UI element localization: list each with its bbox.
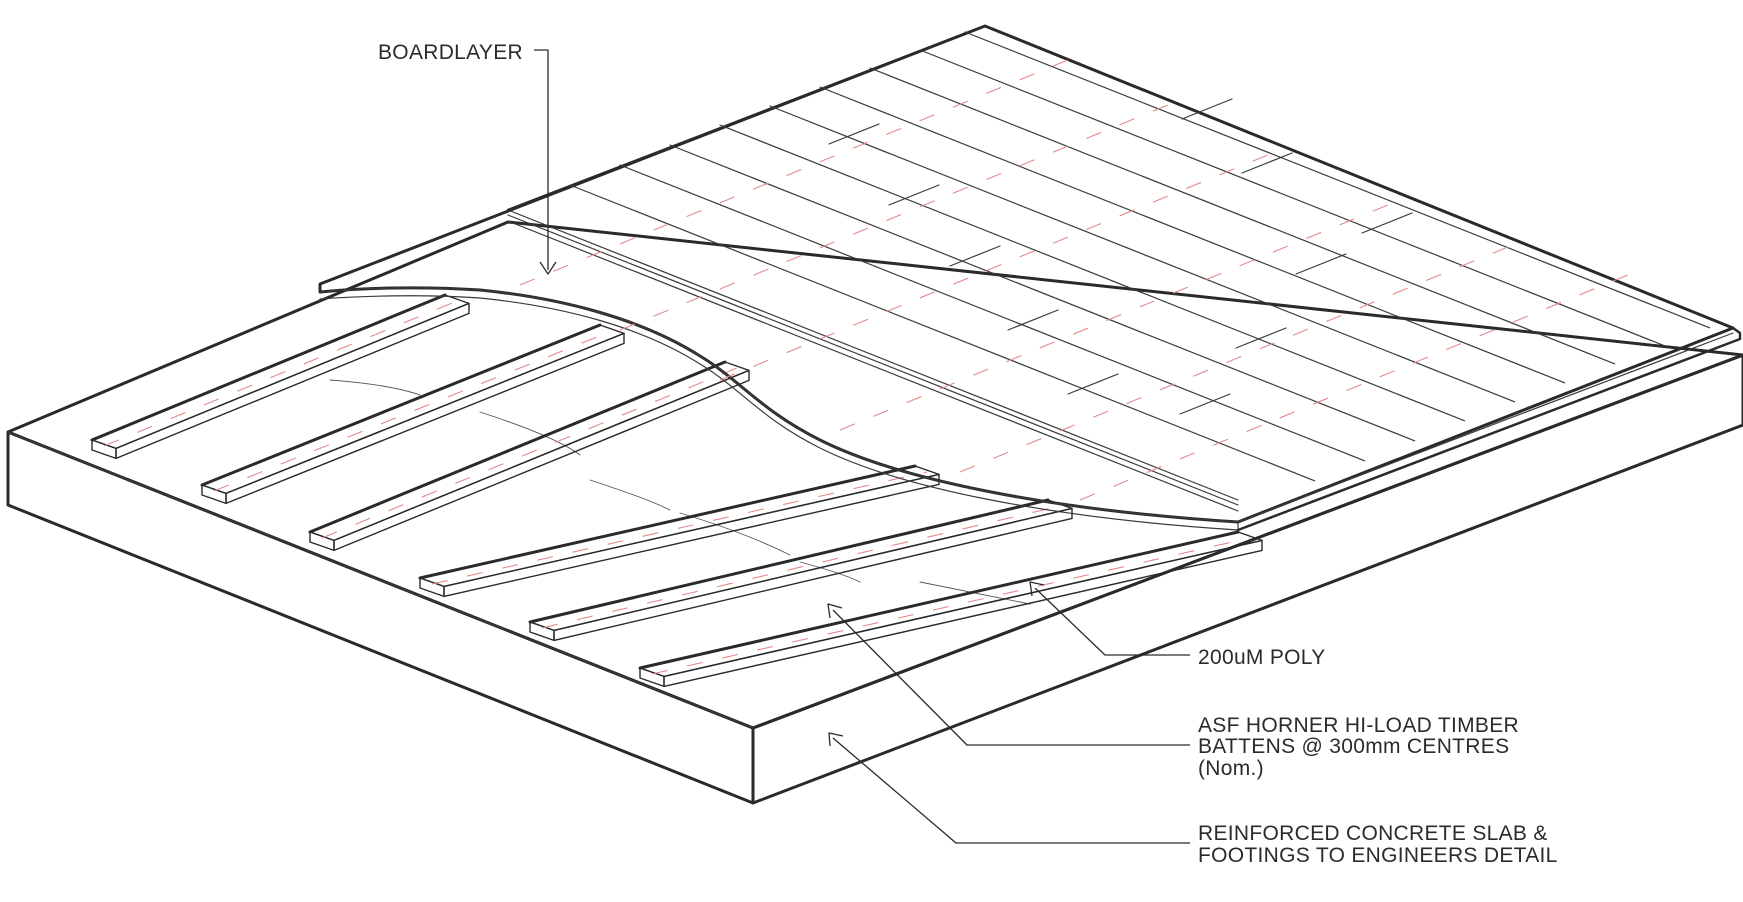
timber-batten: [308, 360, 750, 552]
fixing-line: [839, 199, 1401, 431]
fixing-line: [959, 241, 1521, 473]
battens-label-line-2: BATTENS @ 300mm CENTRES: [1198, 735, 1509, 758]
timber-batten: [418, 464, 940, 598]
timber-batten: [200, 323, 625, 505]
callout-leaders: [534, 49, 1190, 844]
board-seam: [619, 164, 1366, 462]
battens-label-line-1: ASF HORNER HI-LOAD TIMBER: [1198, 714, 1519, 737]
board-butt-joint: [888, 184, 940, 206]
fixing-line: [1079, 269, 1641, 501]
slab-label-line-2: FOOTINGS TO ENGINEERS DETAIL: [1198, 844, 1558, 867]
board-butt-joint: [949, 245, 1001, 267]
board-seam: [819, 86, 1566, 384]
board-seam: [669, 144, 1416, 442]
board-seam: [869, 67, 1616, 365]
board-butt-joint: [1361, 212, 1413, 234]
timber-batten: [90, 293, 470, 460]
boardlayer-label: BOARDLAYER: [378, 41, 523, 64]
board-seam: [719, 124, 1466, 422]
battens-label-line-3: (Nom.): [1198, 757, 1264, 780]
poly-label: 200uM POLY: [1198, 646, 1326, 669]
callout-labels: BOARDLAYER 200uM POLY ASF HORNER HI-LOAD…: [378, 41, 1558, 867]
timber-batten: [638, 530, 1263, 688]
board-butt-joint: [828, 123, 880, 145]
board-layer: [318, 24, 1742, 532]
board-seam: [569, 184, 1316, 482]
slab-label-line-1: REINFORCED CONCRETE SLAB &: [1198, 822, 1548, 845]
board-butt-joint: [1007, 309, 1059, 331]
fixing-line: [719, 149, 1281, 381]
board-seam: [769, 105, 1516, 403]
board-butt-joint: [1241, 152, 1293, 174]
timber-batten: [528, 498, 1073, 642]
timber-battens: [90, 293, 1263, 688]
board-butt-joint: [1295, 253, 1347, 275]
board-seam: [964, 31, 1711, 329]
concrete-slab: [6, 220, 1743, 805]
fixing-line: [519, 54, 1081, 286]
board-butt-joint: [1235, 327, 1287, 349]
board-butt-joint: [1181, 98, 1233, 120]
board-butt-joint: [1179, 393, 1231, 415]
fixing-line: [619, 99, 1181, 331]
board-butt-joint: [1067, 373, 1119, 395]
board-seam: [919, 49, 1666, 347]
